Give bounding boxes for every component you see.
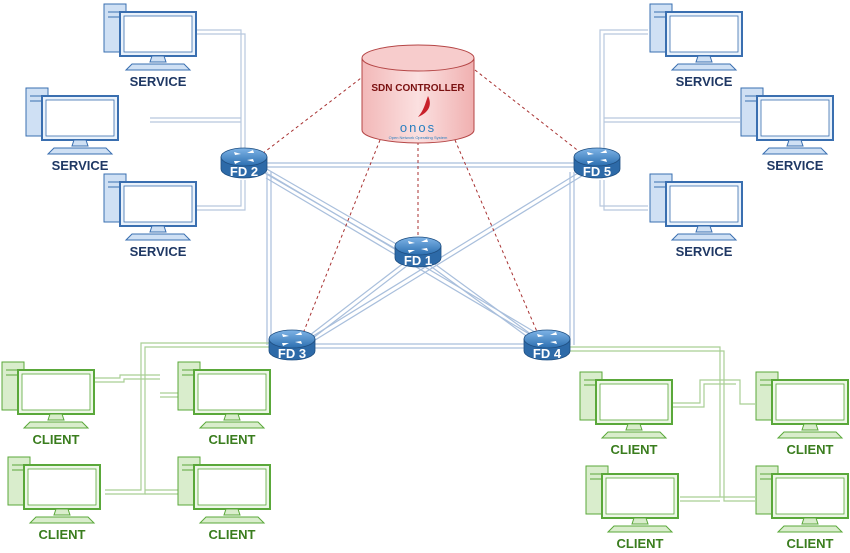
router-label: FD 4 (533, 346, 562, 361)
router-arrows-icon (587, 150, 607, 164)
router-label: FD 5 (583, 164, 611, 179)
ctrl-link-fd4 (454, 139, 539, 335)
router-arrows-icon (234, 150, 254, 164)
router-top (268, 329, 316, 349)
link-fd5-fd3 (304, 169, 586, 346)
router-label: FD 3 (278, 346, 306, 361)
keyboard-icon (776, 525, 844, 533)
keyboard-icon (124, 63, 192, 71)
onos-bird-icon (418, 96, 430, 117)
service-computer-left-1: SERVICE (103, 3, 197, 89)
router-top (523, 329, 571, 349)
client-computer-left-1: CLIENT (1, 361, 95, 447)
service-label: SERVICE (52, 158, 109, 173)
client-computer-right-3: CLIENT (585, 465, 679, 551)
link-fd2-fd3 (266, 172, 272, 345)
sdn-controller: SDN CONTROLLER onos Open Network Operati… (361, 44, 475, 144)
link-fd3-fd4 (300, 343, 545, 349)
onos-logo-text: onos (400, 120, 436, 135)
keyboard-icon (124, 233, 192, 241)
client-computer-right-1: CLIENT (579, 371, 673, 457)
service-label: SERVICE (676, 74, 733, 89)
keyboard-icon (198, 421, 266, 429)
service-label: SERVICE (130, 244, 187, 259)
router-top (394, 236, 442, 256)
router-arrows-icon (537, 332, 557, 346)
link-fd2-fd1 (262, 167, 399, 250)
link-fd1-fd3 (309, 261, 409, 339)
router-fd1: FD 1 (394, 236, 442, 268)
client-computer-left-2: CLIENT (177, 361, 271, 447)
link-fd2-fd5 (245, 162, 598, 168)
client-links (95, 342, 755, 502)
router-arrows-icon (408, 239, 428, 253)
ctrl-link-fd5 (474, 69, 591, 161)
service-label: SERVICE (767, 158, 824, 173)
service-computer-right-3: SERVICE (649, 173, 743, 259)
keyboard-icon (670, 233, 738, 241)
service-links (150, 29, 740, 211)
keyboard-icon (22, 421, 90, 429)
service-label: SERVICE (130, 74, 187, 89)
client-label: CLIENT (209, 527, 256, 542)
keyboard-icon (198, 516, 266, 524)
keyboard-icon (761, 147, 829, 155)
router-label: FD 1 (404, 253, 432, 268)
computers: SERVICE SERVICE SERVICE SERVICE SERVICE SERVI… (1, 3, 849, 551)
client-label: CLIENT (39, 527, 86, 542)
service-computer-left-3: SERVICE (103, 173, 197, 259)
client-label: CLIENT (787, 536, 834, 551)
keyboard-icon (606, 525, 674, 533)
controller-label: SDN CONTROLLER (371, 83, 465, 94)
service-label: SERVICE (676, 244, 733, 259)
router-fd5: FD 5 (573, 147, 621, 179)
control-plane-links (257, 69, 591, 337)
router-top (220, 147, 268, 167)
link-fd1-fd4 (428, 261, 533, 339)
router-arrows-icon (282, 332, 302, 346)
client-label: CLIENT (611, 442, 658, 457)
router-label: FD 2 (230, 164, 258, 179)
client-label: CLIENT (209, 432, 256, 447)
client-computer-right-4: CLIENT (755, 465, 849, 551)
onos-logo-subtext: Open Network Operating System (389, 135, 448, 140)
router-fd3: FD 3 (268, 329, 316, 361)
keyboard-icon (776, 431, 844, 439)
client-label: CLIENT (33, 432, 80, 447)
service-computer-right-2: SERVICE (740, 87, 834, 173)
keyboard-icon (600, 431, 668, 439)
routers: FD 1 FD 2 FD 3 FD 4 FD 5 (220, 147, 621, 361)
ctrl-link-fd2 (257, 74, 366, 158)
client-computer-right-2: CLIENT (755, 371, 849, 457)
client-computer-left-3: CLIENT (7, 456, 101, 542)
router-fd2: FD 2 (220, 147, 268, 179)
keyboard-icon (28, 516, 96, 524)
link-fd5-fd4 (569, 172, 575, 345)
router-top (573, 147, 621, 167)
ctrl-link-fd3 (301, 139, 381, 337)
service-computer-right-1: SERVICE (649, 3, 743, 89)
keyboard-icon (46, 147, 114, 155)
client-label: CLIENT (617, 536, 664, 551)
client-label: CLIENT (787, 442, 834, 457)
service-computer-left-2: SERVICE (25, 87, 119, 173)
keyboard-icon (670, 63, 738, 71)
router-fd4: FD 4 (523, 329, 571, 361)
client-computer-left-4: CLIENT (177, 456, 271, 542)
